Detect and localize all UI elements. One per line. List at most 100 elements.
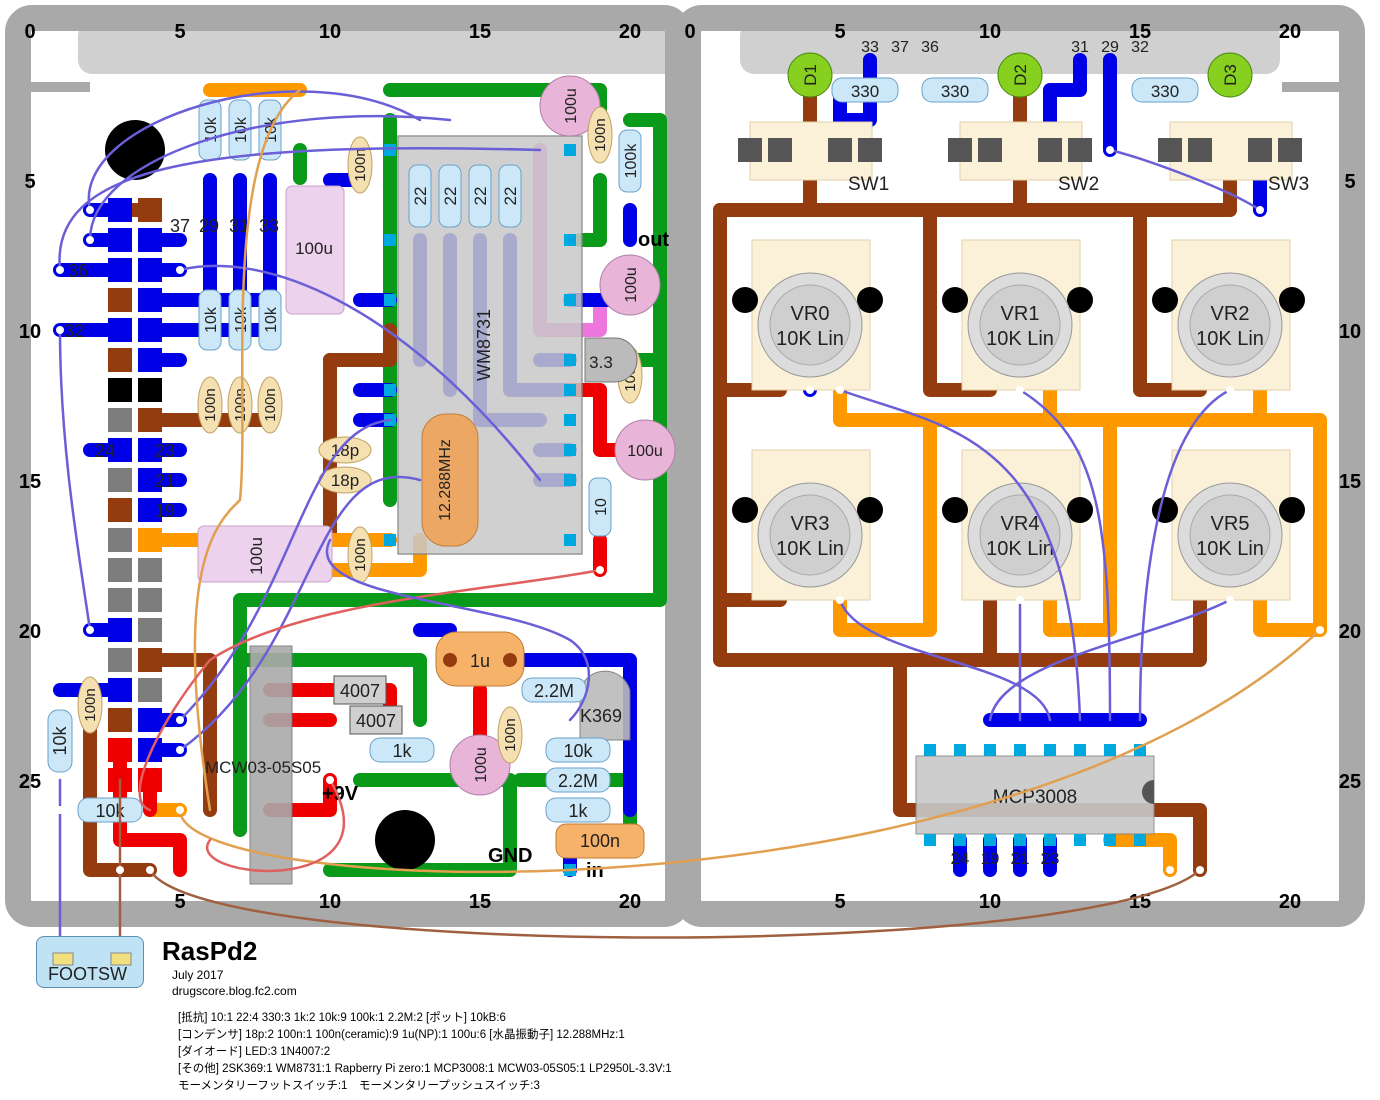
vr0-name: VR0	[791, 303, 830, 325]
res-22-2: 22	[441, 187, 460, 206]
vr3-value: 10K Lin	[776, 538, 844, 560]
cap-1u: 1u	[435, 631, 525, 687]
left-row-tick-20: 20	[19, 621, 41, 643]
trace-brown-r-left	[713, 203, 1207, 667]
res-2m2-1: 2.2M	[534, 681, 574, 701]
right-col-tick-10: 10	[979, 21, 1001, 43]
vr2-name: VR2	[1211, 303, 1250, 325]
left-col-tick-0: 0	[24, 21, 35, 43]
right-col-tick-b15: 15	[1129, 891, 1151, 913]
mount-hole-left-bottom	[375, 810, 435, 870]
right-row-tick-15: 15	[1339, 471, 1361, 493]
adc-pin-23: 23	[1041, 849, 1060, 868]
res-22-3: 22	[471, 187, 490, 206]
rpin-33: 33	[861, 39, 879, 56]
diode-2-label: 4007	[356, 711, 396, 731]
cap-100n-top: 100n	[352, 148, 369, 181]
gpio-header	[108, 198, 162, 792]
cap-100u-1: 100u	[295, 239, 333, 258]
header-pin-labels: 37 29 31 33 36 32 24 23 21 19	[64, 216, 279, 521]
left-col-tick-b15: 15	[469, 891, 491, 913]
res-22-4: 22	[501, 187, 520, 206]
pot-vr1: VR1 10K Lin	[942, 239, 1093, 391]
bill-of-materials: [抵抗] 10:1 22:4 330:3 1k:2 10k:9 100k:1 2…	[178, 1010, 672, 1095]
rpin-37: 37	[891, 39, 909, 56]
right-row-tick-5: 5	[1344, 171, 1355, 193]
vr4-value: 10K Lin	[986, 538, 1054, 560]
potentiometers: VR0 10K Lin VR1 10K Lin VR2 10K Lin VR3 …	[732, 239, 1305, 601]
res-100k: 100k	[623, 143, 640, 179]
led-d1-label: D1	[801, 64, 820, 86]
left-col-tick-20: 20	[619, 21, 641, 43]
cap-100n-bottom: 100n	[555, 823, 645, 859]
led-d3-label: D3	[1221, 64, 1240, 86]
right-col-tick-b20: 20	[1279, 891, 1301, 913]
trace-brown-1	[323, 323, 397, 367]
res-10k-foot: 10k	[95, 801, 125, 821]
cap-100n-bottom-label: 100n	[580, 831, 620, 851]
left-row-tick-10: 10	[19, 321, 41, 343]
crystal: 12.288MHz	[421, 413, 479, 547]
bom-line-switches: モーメンタリーフットスイッチ:1 モーメンタリープッシュスイッチ:3	[178, 1080, 540, 1092]
cap-100n-mid: 100n	[352, 538, 369, 571]
bom-line-other: [その他] 2SK369:1 WM8731:1 Rapberry Pi zero…	[178, 1063, 672, 1075]
resistors-bottom: 2.2M 10k 2.2M 1k 1k 10k 10k	[47, 677, 611, 823]
cap-100u-top: 100u	[563, 88, 580, 124]
right-col-tick-20: 20	[1279, 21, 1301, 43]
right-col-tick-0: 0	[684, 21, 695, 43]
vr1-name: VR1	[1001, 303, 1040, 325]
sw2-label: SW2	[1058, 174, 1099, 195]
label-gnd: GND	[488, 845, 532, 867]
led-res-2: 330	[941, 82, 969, 101]
cap-100u-reg: 100u	[627, 443, 663, 460]
res-10: 10	[593, 498, 610, 516]
trace-orange-r-v3	[1253, 593, 1327, 637]
right-row-tick-20: 20	[1339, 621, 1361, 643]
cap-100n-1: 100n	[202, 388, 219, 421]
switches: SW1 SW2 SW3	[738, 121, 1309, 195]
fet-label: K369	[580, 706, 622, 726]
right-col-tick-b10: 10	[979, 891, 1001, 913]
adc-pin-24: 24	[951, 849, 970, 868]
pin-24: 24	[95, 441, 115, 461]
pin-33: 33	[259, 216, 279, 236]
trace-green-right	[233, 113, 667, 837]
rpin-32: 32	[1131, 39, 1149, 56]
sw1-label: SW1	[848, 174, 889, 195]
res-1k-2: 1k	[392, 741, 412, 761]
res-10k-6: 10k	[263, 306, 280, 333]
trace-green-out	[573, 173, 607, 247]
rpin-29: 29	[1101, 39, 1119, 56]
caps-100n-column: 100n 100n 100n 100n 100n 100n 100n 100n …	[77, 106, 643, 764]
trace-orange-r-adc	[1103, 833, 1177, 877]
led-resistors: 330 330 330	[831, 77, 1199, 103]
cap-100n-left: 100n	[82, 688, 99, 721]
project-date: July 2017	[172, 968, 224, 982]
pin-29: 29	[199, 216, 219, 236]
footswitch-label: FOOTSW	[48, 964, 127, 984]
regulator: 3.3	[584, 337, 638, 383]
label-in: in	[586, 860, 604, 882]
cap-100n-3: 100n	[262, 388, 279, 421]
jumper-wires	[58, 88, 1322, 952]
solder-pads	[56, 146, 1324, 874]
cap-100u-bot: 100u	[473, 747, 490, 783]
dcdc-label: MCW03-05S05	[205, 758, 321, 777]
resistor-100k: 100k 10	[588, 129, 642, 537]
trace-green-dc	[233, 653, 427, 727]
footswitch-terminals-icon	[52, 952, 132, 966]
left-col-tick-5: 5	[174, 21, 185, 43]
right-row-tick-10: 10	[1339, 321, 1361, 343]
vr5-value: 10K Lin	[1196, 538, 1264, 560]
pin-32: 32	[64, 321, 84, 341]
res-10k-4: 10k	[203, 306, 220, 333]
dcdc-module: MCW03-05S05	[205, 645, 321, 885]
vr4-name: VR4	[1001, 513, 1040, 535]
cap-18p-1: 18p	[331, 441, 359, 460]
vr2-value: 10K Lin	[1196, 328, 1264, 350]
leds: D1 D2 D3	[787, 52, 1253, 98]
cap-18p-2: 18p	[331, 471, 359, 490]
res-10k-fet: 10k	[563, 741, 593, 761]
left-col-tick-15: 15	[469, 21, 491, 43]
